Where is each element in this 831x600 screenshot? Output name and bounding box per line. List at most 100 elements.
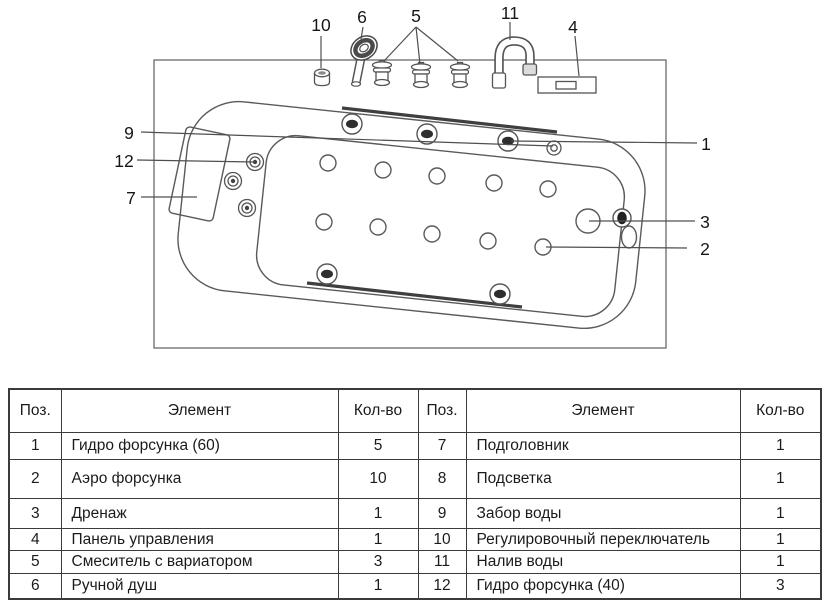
callout-label-1: 1 (701, 134, 711, 154)
mixer-valves (371, 59, 471, 89)
leader-2 (545, 246, 688, 249)
item-cell: Аэро форсунка (60, 459, 339, 499)
qty-cell: 1 (739, 432, 822, 460)
header-pos-right: Поз. (417, 388, 467, 433)
table-row: 2 Аэро форсунка 10 8 Подсветка 1 (8, 459, 822, 499)
callout-labels: 10 6 5 11 4 9 12 7 1 3 2 (114, 3, 711, 259)
leader-5b (415, 26, 421, 65)
aero-jet (485, 174, 503, 192)
callout-label-5: 5 (411, 6, 421, 26)
item-cell: Налив воды (465, 550, 741, 574)
aero-jets (315, 154, 557, 256)
hydro-jets-60 (316, 113, 519, 305)
hydro-jet-60 (416, 123, 438, 145)
leader-9 (140, 131, 554, 147)
qty-cell: 1 (739, 550, 822, 574)
qty-cell: 1 (739, 498, 822, 529)
header-item-left: Элемент (60, 388, 339, 433)
qty-cell: 3 (739, 573, 822, 600)
item-cell: Дренаж (60, 498, 339, 529)
pos-cell: 10 (417, 528, 467, 551)
qty-cell: 10 (337, 459, 419, 499)
control-panel (537, 76, 597, 94)
light-strip-bottom (306, 281, 523, 309)
aero-jet (319, 154, 337, 172)
hydro-jet-60 (341, 113, 363, 135)
pos-cell: 11 (417, 550, 467, 574)
headrest (168, 126, 231, 222)
qty-cell: 1 (337, 573, 419, 600)
mixer-valve (449, 61, 471, 89)
mixer-valve (371, 59, 393, 87)
pos-cell: 2 (8, 459, 62, 499)
leader-1 (510, 140, 698, 144)
pos-cell: 3 (8, 498, 62, 529)
parts-table: Поз. Элемент Кол-во Поз. Элемент Кол-во … (8, 388, 822, 600)
callout-label-6: 6 (357, 7, 367, 27)
aero-jet (315, 213, 333, 231)
callout-label-7: 7 (126, 188, 136, 208)
pos-cell: 9 (417, 498, 467, 529)
control-knob (313, 68, 331, 87)
hydro-jet-40 (237, 198, 257, 218)
callout-leaders (136, 22, 698, 249)
leader-4 (574, 35, 580, 77)
hydro-jet-60 (489, 283, 511, 305)
aero-jet (423, 225, 441, 243)
item-cell: Смеситель с вариатором (60, 550, 339, 574)
callout-label-2: 2 (700, 239, 710, 259)
hand-shower (350, 35, 378, 87)
leader-12 (136, 159, 255, 163)
item-cell: Ручной душ (60, 573, 339, 600)
qty-cell: 1 (337, 498, 419, 529)
callout-label-11: 11 (501, 3, 519, 23)
hydro-jet-60 (316, 263, 338, 285)
leader-6 (360, 26, 364, 40)
pos-cell: 6 (8, 573, 62, 600)
tub-basin-outline (255, 134, 626, 318)
hydro-jets-40 (223, 152, 265, 218)
header-pos-left: Поз. (8, 388, 62, 433)
mixer-valve (410, 61, 432, 89)
bathtub-schematic: 10 6 5 11 4 9 12 7 1 3 2 (114, 3, 711, 349)
item-cell: Подсветка (465, 459, 741, 499)
water-intake-ring (546, 140, 562, 156)
item-cell: Гидро форсунка (60) (60, 432, 339, 460)
table-row: 3 Дренаж 1 9 Забор воды 1 (8, 498, 822, 529)
item-cell: Панель управления (60, 528, 339, 551)
item-cell: Регулировочный переключатель (465, 528, 741, 551)
qty-cell: 1 (739, 459, 822, 499)
pos-cell: 1 (8, 432, 62, 460)
callout-label-12: 12 (114, 151, 133, 171)
qty-cell: 1 (739, 528, 822, 551)
rim-fitting-jet (612, 208, 632, 228)
aero-jet (369, 218, 387, 236)
header-qty-left: Кол-во (337, 388, 419, 433)
qty-cell: 5 (337, 432, 419, 460)
qty-cell: 1 (337, 528, 419, 551)
header-item-right: Элемент (465, 388, 741, 433)
tub-rim-outline (177, 100, 646, 330)
table-row: 6 Ручной душ 1 12 Гидро форсунка (40) 3 (8, 573, 822, 600)
pos-cell: 12 (417, 573, 467, 600)
overflow-oval (620, 225, 638, 249)
pos-cell: 4 (8, 528, 62, 551)
tub-body (177, 100, 646, 330)
deck-hardware (313, 35, 597, 94)
callout-label-3: 3 (700, 212, 710, 232)
table-row: 4 Панель управления 1 10 Регулировочный … (8, 528, 822, 551)
item-cell: Гидро форсунка (40) (465, 573, 741, 600)
aero-jet (479, 232, 497, 250)
hydro-jet-40 (223, 171, 243, 191)
aero-jet (539, 180, 557, 198)
item-cell: Забор воды (465, 498, 741, 529)
table-header-row: Поз. Элемент Кол-во Поз. Элемент Кол-во (8, 388, 822, 433)
callout-label-9: 9 (124, 123, 134, 143)
qty-cell: 3 (337, 550, 419, 574)
table-row: 5 Смеситель с вариатором 3 11 Налив воды… (8, 550, 822, 574)
bathtub-top-view-drawing: 10 6 5 11 4 9 12 7 1 3 2 (114, 3, 711, 349)
aero-jet (428, 167, 446, 185)
header-qty-right: Кол-во (739, 388, 822, 433)
filler-spout (491, 36, 538, 89)
table-row: 1 Гидро форсунка (60) 5 7 Подголовник 1 (8, 432, 822, 460)
